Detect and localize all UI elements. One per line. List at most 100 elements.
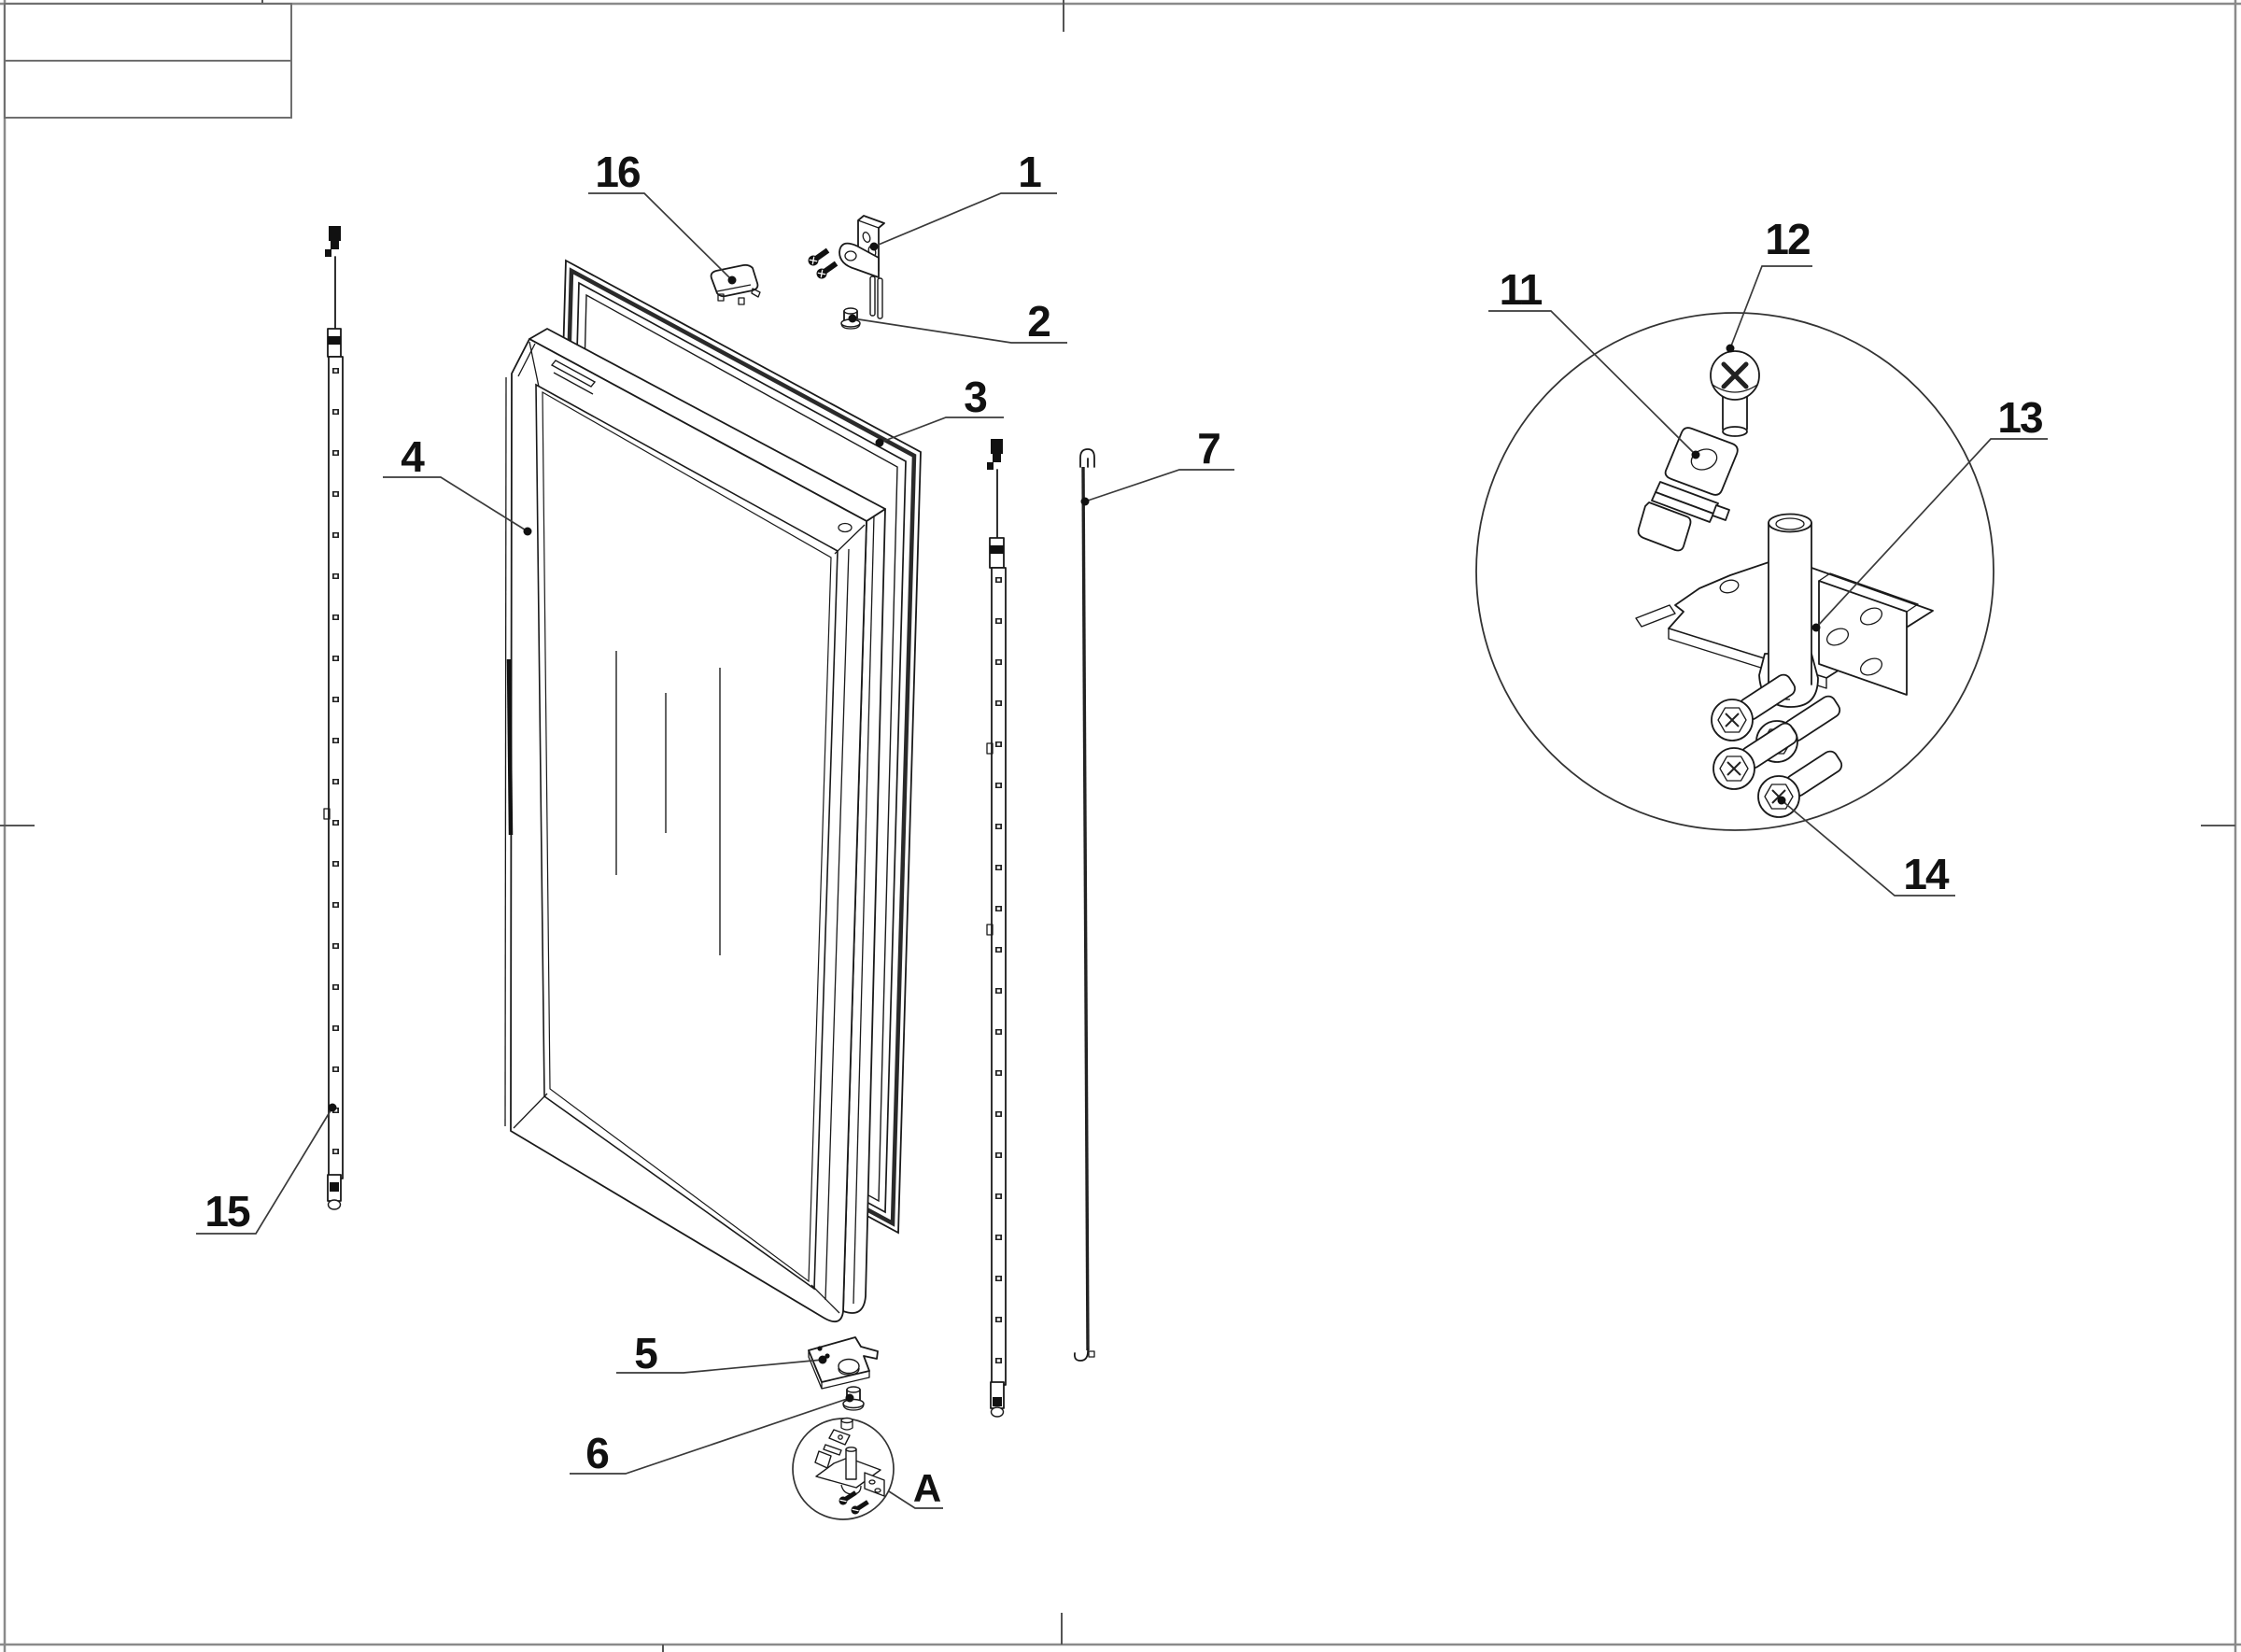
rail-body: [991, 567, 1007, 1386]
bevel-crease-right: [825, 548, 850, 1301]
bracket-oval-hole: [1859, 657, 1883, 676]
leader-dot: [328, 1103, 337, 1112]
door-side-inner-line: [853, 515, 875, 1305]
mini-pin: [845, 1448, 857, 1480]
mini-bushing-body: [840, 1420, 853, 1431]
mini-screw-recess: [839, 1499, 847, 1503]
mini-pin-top: [845, 1447, 857, 1452]
mini-clip-band: [823, 1444, 842, 1456]
callout-15: 15: [204, 1187, 250, 1235]
door-reflection-lines: [615, 651, 721, 955]
leader-dot: [875, 438, 884, 447]
rail-body: [328, 356, 344, 1179]
top-hinge-bracket: [839, 215, 885, 319]
bevel-corner-tr: [834, 524, 866, 555]
top-hinge-cover: [710, 263, 761, 305]
leader-3: [875, 417, 1004, 447]
leader-4: [383, 476, 532, 536]
mini-bracket-hole: [868, 1479, 876, 1485]
callout-3: 3: [964, 373, 986, 421]
callout-labels: 16 1 2 3 7 4 15 5 6 A 11 12 13 14: [204, 148, 2044, 1510]
clip-front-flange: [1637, 501, 1692, 552]
screw: [808, 247, 830, 266]
callout-13: 13: [1997, 393, 2042, 442]
rail-bottom-band: [330, 1182, 339, 1192]
title-block: [4, 3, 292, 119]
leader-dot: [1777, 796, 1786, 805]
callout-12: 12: [1765, 215, 1810, 263]
leader-13: [1811, 438, 2048, 632]
mini-bracket: [864, 1472, 885, 1497]
bolt: [1711, 673, 1797, 741]
leader-dot: [848, 314, 857, 323]
screw-shank: [822, 261, 839, 275]
rod-top-hook: [1079, 448, 1095, 468]
rail-top-connector-lug: [331, 241, 339, 249]
rail-top-connector: [991, 439, 1003, 454]
mini-screw-shank: [856, 1500, 869, 1511]
bevel-corner-br: [810, 1284, 840, 1314]
door-front-face: [510, 338, 867, 1323]
left-mounting-rail: [323, 226, 344, 1210]
leader-dot: [1080, 497, 1090, 506]
screw-head-flange: [1712, 384, 1758, 393]
callout-11: 11: [1500, 265, 1543, 314]
bushing-flange: [842, 1398, 865, 1409]
leader-7: [1080, 469, 1234, 506]
callout-7: 7: [1197, 424, 1219, 473]
bracket-slot: [862, 232, 871, 243]
bracket-arm-hole: [844, 250, 857, 261]
rail-clip: [323, 808, 331, 820]
leader-dot: [1726, 344, 1735, 353]
main-detail-circle: [1475, 312, 1994, 831]
clip-tab: [1664, 427, 1739, 496]
plate-thickness: [808, 1350, 870, 1390]
leader-11: [1488, 310, 1700, 459]
bottom-hinge-plate: [808, 1336, 879, 1390]
leader-12: [1726, 265, 1812, 353]
mini-screw-recess: [852, 1508, 859, 1512]
screw-phillips-recess: [1721, 361, 1749, 389]
bolt-hex: [1719, 755, 1749, 782]
rail-block-band: [328, 336, 341, 345]
rail-block-band: [990, 545, 1004, 554]
plate-hinge-hole: [838, 1358, 860, 1375]
rail-top-hook: [987, 462, 994, 470]
plate-bracket-top: [1818, 572, 1919, 613]
clip-hole: [1690, 448, 1718, 471]
bevel-inner: [542, 390, 832, 1283]
leader-dot: [1691, 450, 1700, 459]
mini-clip-hole: [838, 1434, 843, 1440]
screw-recess: [809, 256, 818, 265]
door-hinge-hole: [838, 522, 853, 533]
bevel-outer: [535, 383, 839, 1291]
screw-shank-end: [1722, 426, 1748, 437]
bushing-top: [846, 1386, 861, 1393]
bevel-corner-tl: [529, 341, 540, 388]
leader-dot: [1811, 623, 1821, 632]
bracket-fork-prong: [869, 275, 876, 317]
clip-bend-band: [1651, 491, 1714, 523]
callout-2: 2: [1027, 297, 1050, 346]
leader-a: [888, 1490, 943, 1509]
leader-dot: [818, 1355, 827, 1364]
plate-left-tab: [1635, 604, 1676, 628]
door-handle-recess: [550, 360, 597, 388]
door-panel: [504, 328, 886, 1323]
rail-clip: [986, 742, 994, 755]
cover-edge-line: [716, 284, 752, 292]
mini-screw-shank: [844, 1490, 857, 1502]
leader-14: [1777, 796, 1955, 897]
plate-screw-hole: [825, 1353, 830, 1359]
callout-1: 1: [1018, 148, 1041, 196]
cover-foot: [717, 293, 725, 302]
bevel-corner-bl: [513, 1093, 548, 1129]
callout-6: 6: [585, 1429, 608, 1477]
top-hinge-screws: [808, 247, 839, 279]
bracket-oval-hole: [1859, 607, 1883, 626]
heater-rod: [1073, 448, 1095, 1362]
leader-15: [196, 1103, 337, 1235]
rod-bottom-tip: [1088, 1350, 1095, 1358]
